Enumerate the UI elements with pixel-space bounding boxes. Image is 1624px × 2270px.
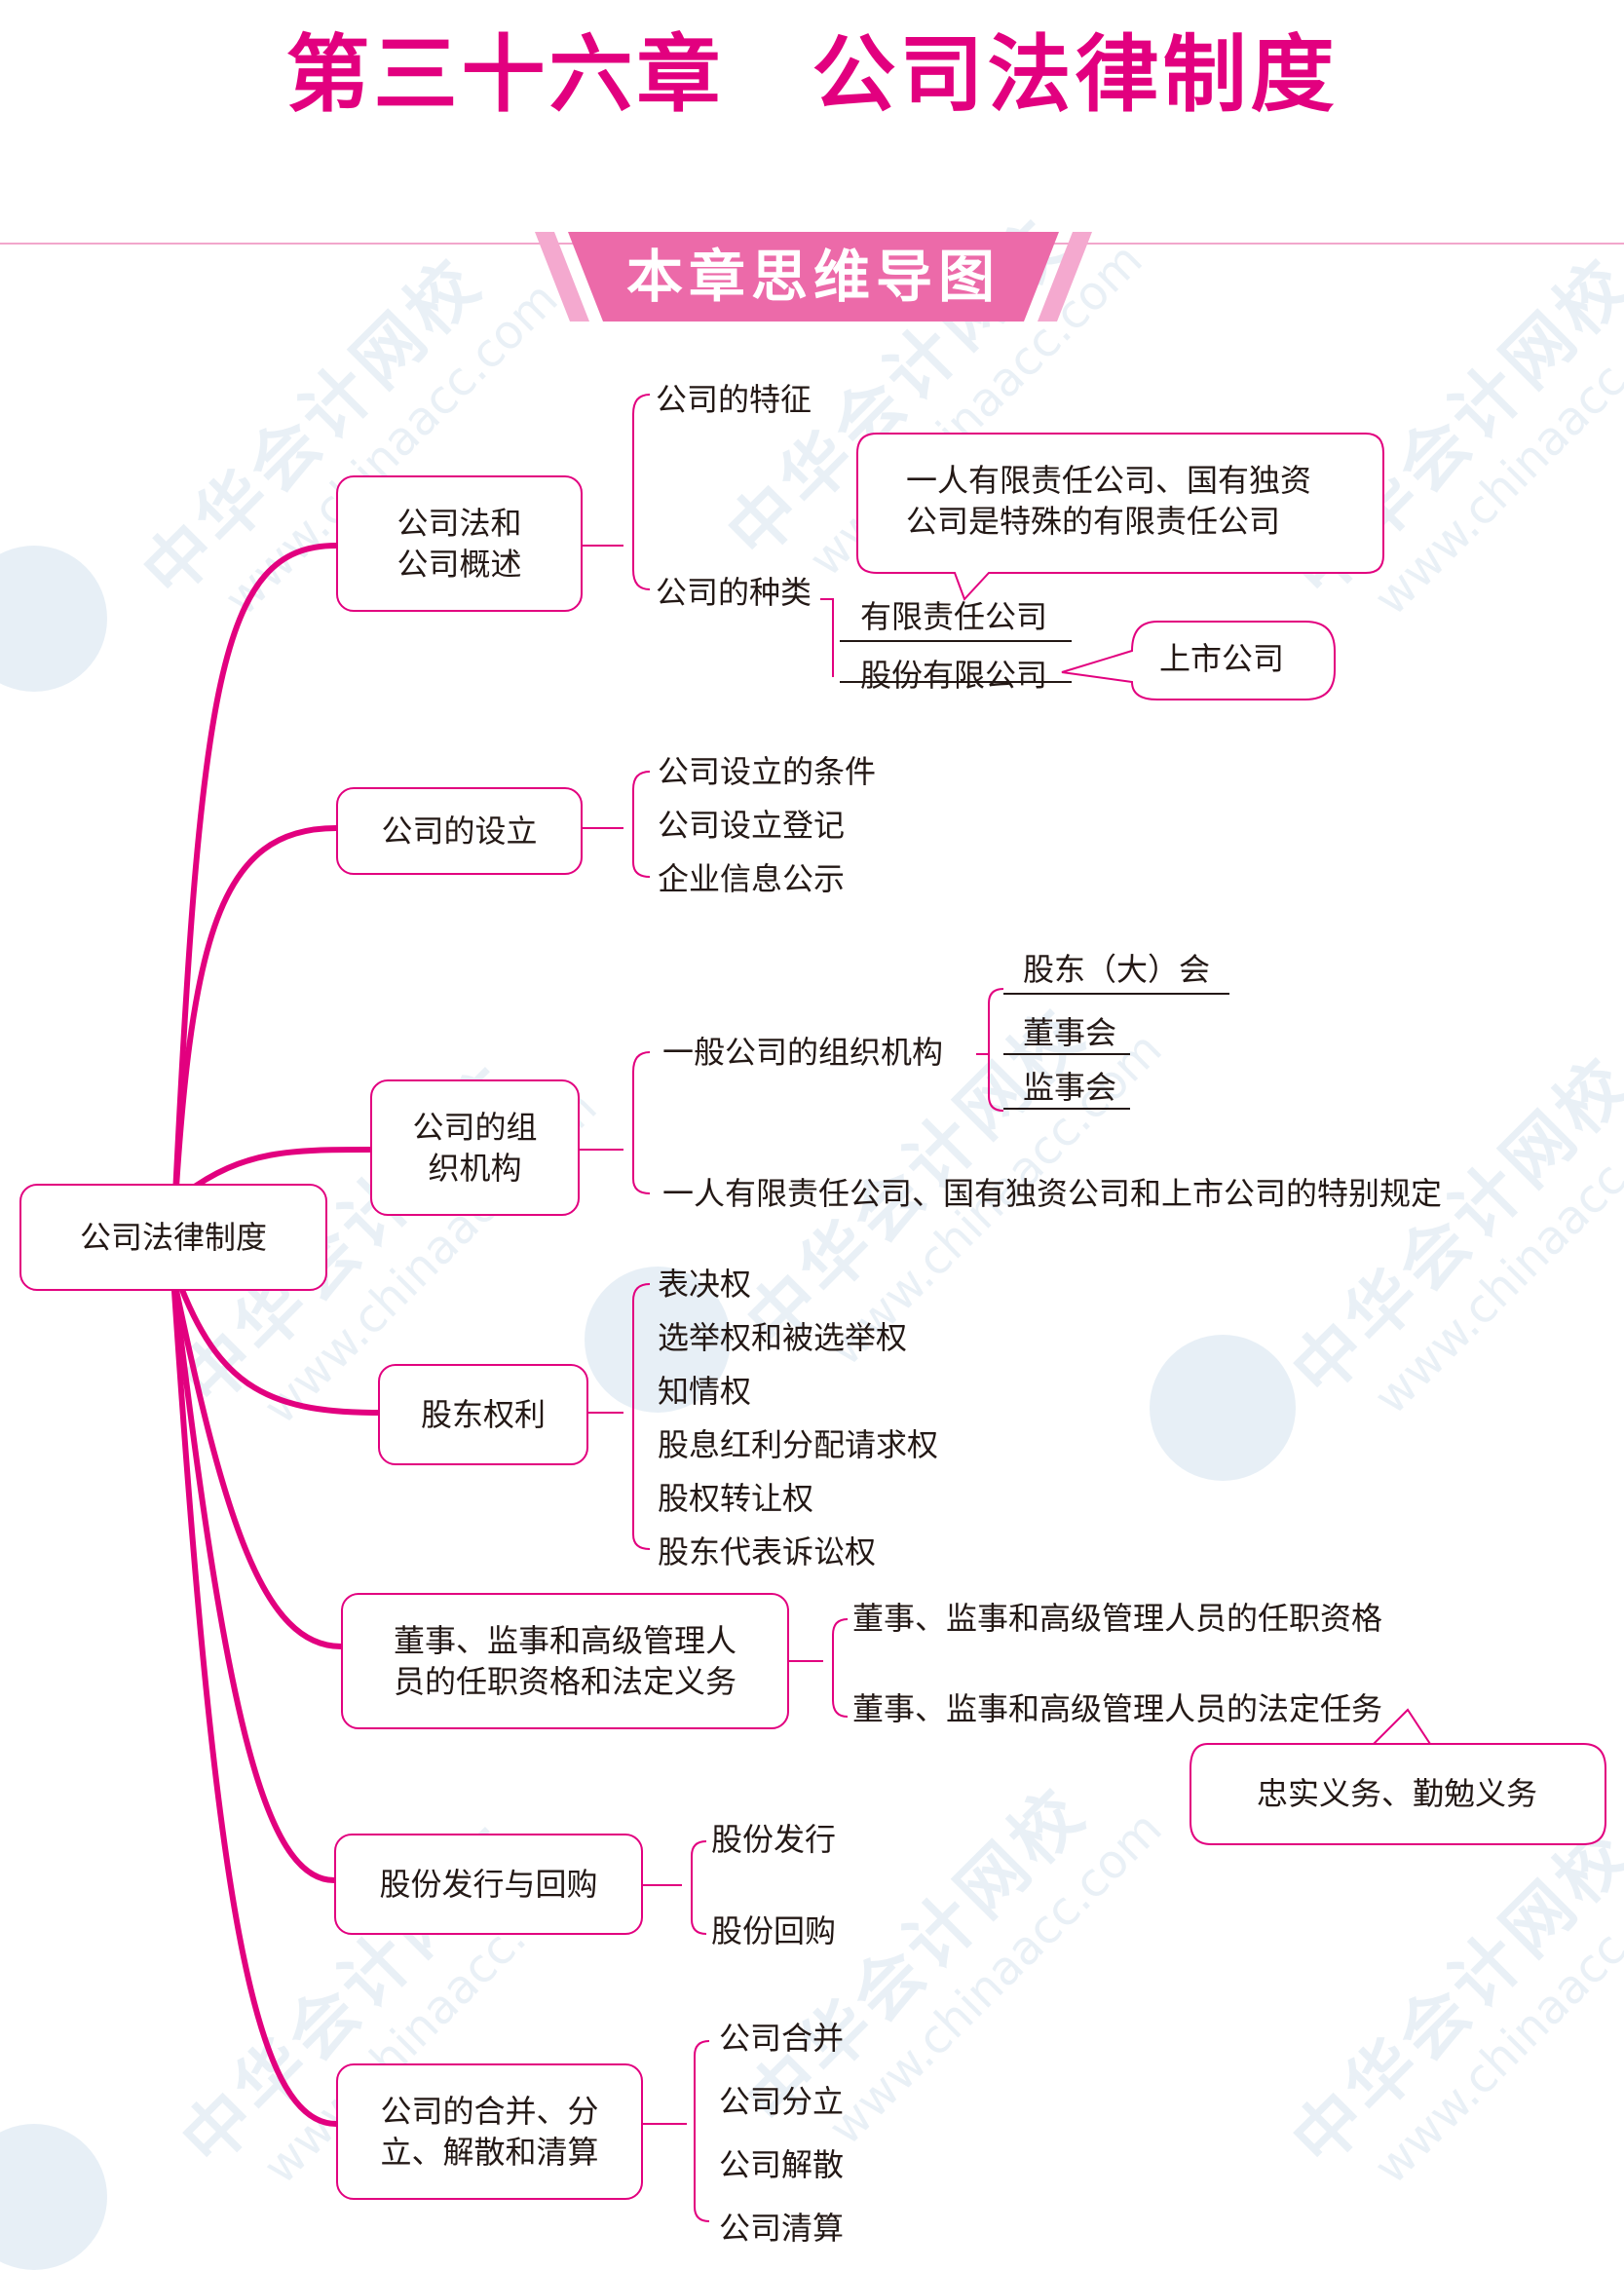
branch-share-issuance: 股份发行与回购 <box>334 1834 643 1935</box>
root-label: 公司法律制度 <box>79 1219 267 1256</box>
branch-connector <box>170 1273 339 2127</box>
branch-organization: 公司的组 织机构 <box>370 1079 580 1216</box>
branch-label: 公司的合并、分 立、解散和清算 <box>380 2093 599 2171</box>
leaf: 公司解散 <box>719 2146 845 2183</box>
leaf: 公司的特征 <box>656 381 812 418</box>
banner-shape <box>535 232 1092 322</box>
banner-title: 本章思维导图 <box>625 244 1001 310</box>
callout-top-text: 一人有限责任公司、国有独资 公司是特殊的有限责任公司 <box>906 462 1312 540</box>
leaf: 董事、监事和高级管理人员的法定任务 <box>852 1690 1383 1727</box>
leaf: 董事、监事和高级管理人员的任职资格 <box>852 1600 1383 1637</box>
leaf: 公司清算 <box>719 2210 845 2247</box>
branch-label: 公司的组 织机构 <box>412 1109 538 1187</box>
leaf: 有限责任公司 <box>860 598 1048 635</box>
branch-connector <box>182 1147 373 1196</box>
branch-merger-dissolution: 公司的合并、分 立、解散和清算 <box>336 2063 643 2200</box>
callout-top <box>856 433 1384 601</box>
branch-company-overview: 公司法和 公司概述 <box>336 475 583 612</box>
leaf: 股东（大）会 <box>1023 951 1211 988</box>
branch-connector <box>170 1273 344 1649</box>
callout-duty-text: 忠实义务、勤勉义务 <box>1257 1775 1538 1812</box>
leaf: 知情权 <box>658 1373 752 1410</box>
leaf: 股份回购 <box>711 1912 837 1949</box>
callout-right-text: 上市公司 <box>1159 640 1285 677</box>
branch-shareholder-rights: 股东权利 <box>378 1364 588 1465</box>
leaf: 一人有限责任公司、国有独资公司和上市公司的特别规定 <box>662 1175 1443 1212</box>
callout-right <box>1061 621 1336 700</box>
watermark-logo <box>585 1267 731 1413</box>
main-branches <box>170 543 381 2127</box>
branch-connector <box>170 543 339 1238</box>
leaf: 公司设立的条件 <box>658 753 877 790</box>
branch-label: 公司的设立 <box>381 813 538 850</box>
leaf: 企业信息公示 <box>658 860 846 897</box>
branch-connector <box>170 1273 337 1883</box>
callouts <box>856 433 1606 1845</box>
branch-label: 股东权利 <box>420 1396 546 1433</box>
leaf: 选举权和被选举权 <box>658 1319 908 1356</box>
branch-connector <box>170 1264 381 1416</box>
leaf: 监事会 <box>1023 1069 1117 1106</box>
watermark-logo <box>1150 1335 1296 1481</box>
branch-label: 股份发行与回购 <box>379 1866 598 1903</box>
branch-label: 公司法和 公司概述 <box>397 505 522 583</box>
section-banner: 本章思维导图 <box>531 232 1096 322</box>
leaf: 股权转让权 <box>658 1480 814 1517</box>
underlines <box>840 640 1229 1110</box>
leaf: 股东代表诉讼权 <box>658 1533 877 1570</box>
leaf: 公司分立 <box>719 2083 845 2120</box>
callout-duty <box>1190 1708 1606 1845</box>
sub-connectors <box>580 394 1004 2222</box>
leaf: 表决权 <box>658 1266 752 1303</box>
leaf: 董事会 <box>1023 1014 1117 1051</box>
branch-label: 董事、监事和高级管理人 员的任职资格和法定义务 <box>393 1622 736 1700</box>
branch-director-duties: 董事、监事和高级管理人 员的任职资格和法定义务 <box>341 1593 789 1729</box>
leaf: 股息红利分配请求权 <box>658 1426 939 1463</box>
leaf: 股份发行 <box>711 1821 837 1858</box>
chapter-title: 第三十六章 公司法律制度 <box>285 25 1339 124</box>
root-node: 公司法律制度 <box>19 1184 327 1291</box>
leaf: 股份有限公司 <box>860 657 1048 694</box>
leaf: 公司的种类 <box>656 574 812 611</box>
branch-connector <box>170 825 339 1238</box>
leaf: 公司设立登记 <box>658 807 846 844</box>
branch-company-establishment: 公司的设立 <box>336 787 583 875</box>
leaf: 一般公司的组织机构 <box>662 1034 944 1071</box>
leaf: 公司合并 <box>719 2020 845 2057</box>
